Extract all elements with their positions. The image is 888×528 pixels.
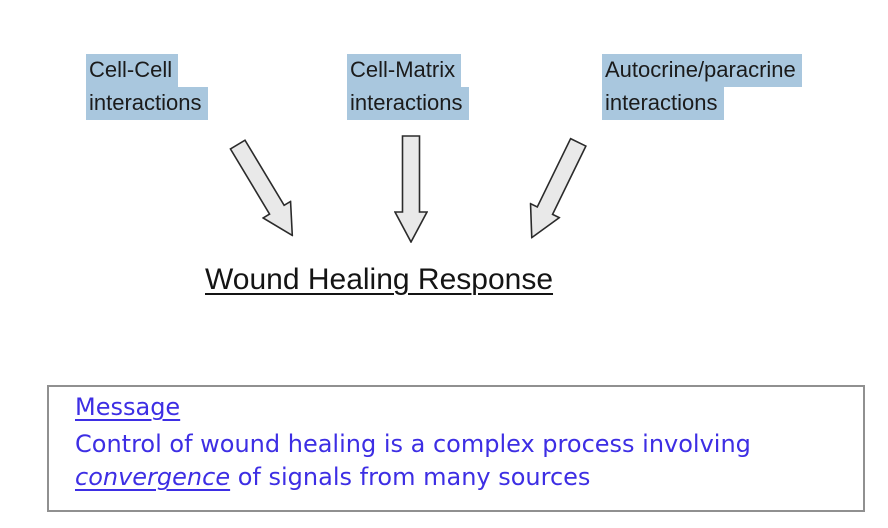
down-arrow-icon (394, 135, 428, 243)
message-body-emphasis: convergence (75, 463, 231, 491)
down-left-arrow-icon (529, 137, 587, 240)
highlighted-text: interactions (602, 87, 724, 120)
label-cell-matrix-interactions: Cell-Matrix interactions (347, 54, 469, 120)
message-body-after: of signals from many sources (230, 463, 591, 491)
label-cell-cell-interactions: Cell-Cell interactions (86, 54, 208, 120)
message-heading: Message (75, 393, 181, 421)
label-line: Autocrine/paracrine (602, 54, 802, 87)
highlighted-text: Autocrine/paracrine (602, 54, 802, 87)
label-line: interactions (602, 87, 802, 120)
label-line: Cell-Matrix (347, 54, 469, 87)
message-body: Control of wound healing is a complex pr… (75, 428, 853, 494)
label-line: interactions (86, 87, 208, 120)
message-body-before: Control of wound healing is a complex pr… (75, 430, 751, 458)
label-line: interactions (347, 87, 469, 120)
label-line: Cell-Cell (86, 54, 208, 87)
highlighted-text: interactions (347, 87, 469, 120)
highlighted-text: Cell-Matrix (347, 54, 462, 87)
page-title: Wound Healing Response (205, 263, 554, 296)
highlighted-text: Cell-Cell (86, 54, 179, 87)
down-right-arrow-icon (229, 139, 294, 237)
label-autocrine-paracrine-interactions: Autocrine/paracrine interactions (602, 54, 802, 120)
message-box: Message Control of wound healing is a co… (47, 385, 865, 512)
highlighted-text: interactions (86, 87, 208, 120)
